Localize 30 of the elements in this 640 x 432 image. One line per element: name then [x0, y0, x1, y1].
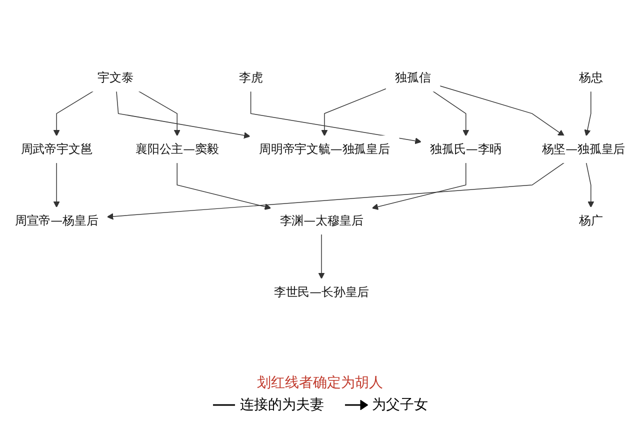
arrow [372, 162, 466, 210]
node-text: 周武帝宇文邕 [20, 142, 92, 156]
node-text: 周宣帝—杨皇后 [14, 213, 98, 228]
node-text: 杨坚—独孤皇后 [542, 142, 626, 156]
node-text: 李虎 [238, 70, 263, 85]
arrow [586, 162, 594, 208]
arrow [138, 90, 180, 136]
node-text: 宇文泰 [97, 70, 134, 85]
arrow [53, 162, 60, 208]
node-text: 杨忠 [578, 70, 603, 85]
node-text: 襄阳公主—窦毅 [135, 142, 219, 156]
arrow [106, 162, 565, 220]
arrow [176, 162, 272, 210]
node-text: 独孤氏—李昞 [430, 142, 502, 156]
arrow [116, 90, 250, 139]
legend-text: 为父子女 [372, 396, 428, 414]
note-text: 划红线者确定为胡人 [257, 374, 383, 392]
node-text: 李渊—太穆皇后 [280, 213, 364, 228]
arrow [439, 86, 564, 136]
arrow [53, 90, 94, 136]
node-text: 周明帝宇文毓—独孤皇后 [258, 142, 390, 156]
node-text: 独孤信 [395, 70, 431, 85]
arrow [321, 88, 387, 136]
legend-text: 连接的为夫妻 [240, 396, 324, 414]
arrow [584, 90, 592, 136]
arrow [318, 234, 325, 280]
arrow [250, 90, 422, 144]
arrow [432, 90, 470, 136]
node-text: 李世民—长孙皇后 [274, 284, 370, 299]
node-text: 杨广 [578, 213, 603, 228]
